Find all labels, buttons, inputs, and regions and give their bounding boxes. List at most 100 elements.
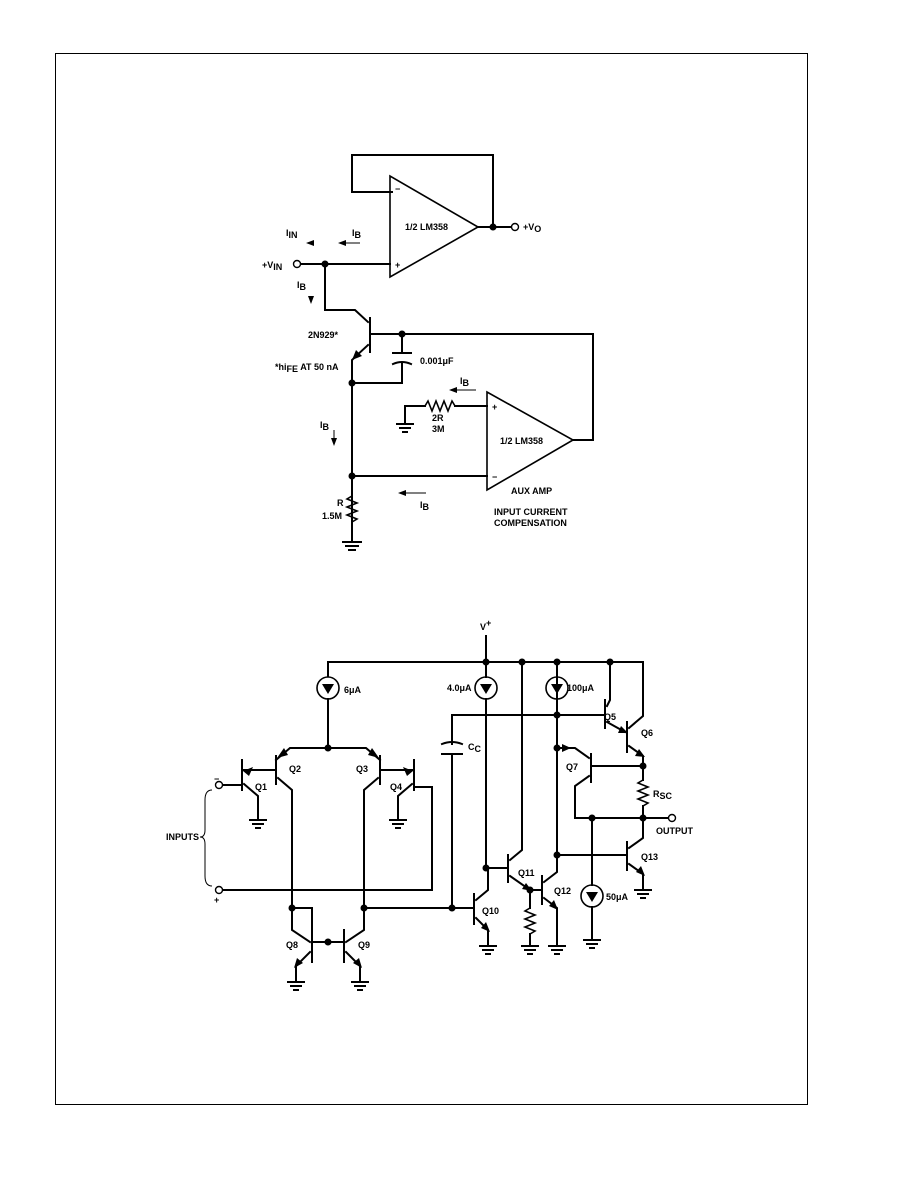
lm358-schematic: V+ 6μA Q2 Q3 Q1 — [166, 618, 694, 991]
q6-label: Q6 — [641, 728, 653, 738]
ib-bottom-label: IB — [420, 500, 430, 512]
q3-collector — [363, 776, 380, 909]
q4-collector — [397, 782, 414, 821]
input-current-compensation-circuit: − + 1/2 LM358 +VO +VIN IIN IB IB 2N929* … — [262, 154, 594, 551]
base-feedback-wire — [369, 333, 594, 441]
q13-collector — [627, 817, 644, 850]
q4-emitter-arrow — [403, 767, 413, 776]
q12-emitter-arrow — [549, 900, 558, 910]
src-50ua-label: 50μA — [606, 892, 629, 902]
input-minus-terminal — [214, 780, 224, 790]
q10-emitter-arrow — [481, 922, 490, 932]
mirror-junction — [324, 938, 332, 946]
q11-label: Q11 — [518, 868, 535, 878]
q6-collector — [627, 699, 644, 730]
q3-label: Q3 — [356, 764, 368, 774]
cap-bottom-wire — [351, 363, 403, 384]
rsc-label: RSC — [653, 789, 673, 801]
ib-mid-label: IB — [320, 420, 330, 432]
opamp1-minus: − — [395, 184, 400, 194]
q9-emitter — [344, 950, 361, 983]
cap-label: 0.001μF — [420, 356, 454, 366]
q10-emitter — [474, 916, 489, 947]
q7-emitter-wire — [574, 774, 644, 819]
r-q11 — [522, 907, 538, 935]
ib-aux-arrow — [449, 387, 457, 393]
q11-collector — [508, 661, 523, 862]
q5-emitter-arrow — [618, 726, 628, 733]
q7-collector — [556, 747, 591, 760]
q6-emitter-arrow — [635, 749, 645, 757]
cap-plate-bottom — [391, 361, 413, 366]
q3-emitter-arrow — [368, 748, 379, 758]
q10-collector — [474, 867, 489, 902]
inputs-brace — [199, 789, 213, 887]
q8-emitter-arrow — [294, 958, 303, 968]
q12-collector — [542, 661, 558, 884]
q7-collector-arrow — [562, 744, 571, 752]
q-collector-wire — [324, 263, 370, 324]
src-4ua-label: 4.0μA — [447, 683, 472, 693]
r2-label: 2R — [432, 413, 444, 423]
opamp1-plus: + — [395, 260, 400, 270]
iin-arrow — [306, 240, 314, 246]
q5-collector — [605, 661, 611, 708]
vo-terminal — [510, 222, 520, 232]
opamp2-plus: + — [492, 402, 497, 412]
opamp1-label: 1/2 LM358 — [405, 222, 448, 232]
vplus-label: V+ — [480, 618, 491, 632]
q4-label: Q4 — [390, 782, 402, 792]
opamp2-symbol — [486, 390, 575, 492]
q8-label: Q8 — [286, 940, 298, 950]
ib-mid-arrow — [331, 438, 337, 446]
rsc-resistor — [635, 779, 651, 807]
q13-emitter-arrow — [636, 866, 645, 876]
emitter-junction — [348, 379, 356, 387]
src100-arrow — [551, 684, 563, 694]
ib-top-arrow — [338, 240, 346, 246]
src6-arrow — [322, 684, 334, 694]
src50-arrow — [586, 892, 598, 902]
q2-label: Q2 — [289, 764, 301, 774]
r2-value: 3M — [432, 424, 445, 434]
r-resistor — [344, 495, 360, 523]
q9-emitter-arrow — [353, 958, 362, 968]
input-plus-terminal — [214, 885, 224, 895]
input-plus-mark: + — [214, 895, 219, 905]
opamp2-minus: − — [492, 472, 497, 482]
page-frame — [55, 53, 808, 1105]
ib-bottom-arrow — [398, 490, 406, 496]
q7-label: Q7 — [566, 762, 578, 772]
q10-label: Q10 — [482, 906, 499, 916]
ib-down-label: IB — [297, 280, 307, 292]
output-terminal — [667, 813, 677, 823]
q1-emitter-arrow — [243, 767, 253, 776]
hfe-note: *hiFE AT 50 nA — [275, 362, 339, 374]
caption-line1: INPUT CURRENT — [494, 507, 568, 517]
feedback-wire — [351, 154, 494, 228]
q2-emitter-arrow — [277, 748, 288, 758]
r-value: 1.5M — [322, 511, 342, 521]
q9-collector — [344, 907, 365, 944]
cc-top-wire — [451, 714, 606, 745]
vo-junction — [489, 223, 497, 231]
vin-label: +VIN — [262, 260, 282, 272]
vin-terminal — [292, 259, 302, 269]
q8-collector — [291, 907, 312, 944]
vo-label: +VO — [523, 222, 541, 234]
iin-label: IIN — [286, 228, 298, 240]
q13-label: Q13 — [641, 852, 658, 862]
q5-label: Q5 — [604, 712, 616, 722]
inputs-label: INPUTS — [166, 832, 199, 842]
q8-emitter — [295, 950, 312, 983]
r2-resistor — [424, 398, 456, 414]
src-100ua-label: 100μA — [567, 683, 595, 693]
q1-collector — [242, 782, 259, 821]
ib-down-arrow — [308, 296, 314, 304]
vplus-rail — [327, 661, 644, 701]
ib-top-label: IB — [352, 228, 362, 240]
r-label: R — [337, 498, 344, 508]
src-6ua-label: 6μA — [344, 685, 362, 695]
input-minus-mark: − — [214, 774, 219, 784]
